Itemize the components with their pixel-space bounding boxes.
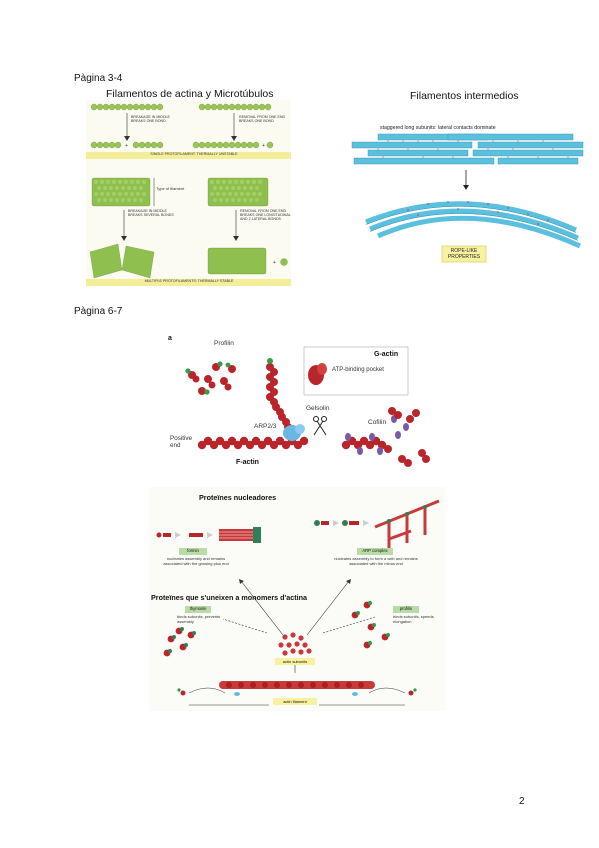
nucleators-title: Proteïnes nucleadores <box>199 493 277 502</box>
page-number: 2 <box>519 796 525 807</box>
label-atp-pocket: ATP-binding pocket <box>332 367 384 373</box>
thymosin-bound <box>163 627 196 657</box>
rope-like-label: ROPE-LIKE PROPERTIES <box>447 248 481 260</box>
formin-desc: nucleates assembly and remains associate… <box>163 556 229 566</box>
section-label-page-3-4: Pàgina 3-4 <box>74 73 123 84</box>
single-protofilament-left <box>90 103 164 111</box>
formin-label: formin <box>187 548 199 553</box>
label-gelsolin: Gelsolin <box>306 405 330 412</box>
profilin-label: profilin <box>399 606 413 611</box>
arp-pathway <box>314 499 440 551</box>
broken-protofilament-right <box>192 141 274 149</box>
label-g-actin: G-actin <box>374 351 399 358</box>
staggered-subunits <box>351 133 584 165</box>
f-actin-main <box>197 436 387 450</box>
panel-letter: a <box>168 335 172 342</box>
thymosin-label-box <box>185 606 211 613</box>
if-header: staggered long subunits: lateral contact… <box>380 125 496 131</box>
profilin-bound-monomers <box>351 601 390 649</box>
figure-title: Filamentos intermedios <box>410 90 519 102</box>
svg-text:+: + <box>125 143 128 149</box>
label-f-actin: F-actin <box>236 459 259 466</box>
gelsolin-scissors-icon <box>313 416 327 436</box>
lateral-contacts <box>377 140 569 158</box>
rope-contacts <box>407 201 549 225</box>
monomer-binding-title: Proteïnes que s'uneixen a monomers d'act… <box>151 593 307 602</box>
arp-label-box <box>357 548 393 555</box>
free-g-actin <box>188 363 236 395</box>
band-single-protofilament <box>86 152 291 159</box>
band-multiple-text: MULTIPLE PROTOFILAMENTS: THERMALLY STABL… <box>144 279 234 283</box>
arp-desc: nucleates assembly to form a web and rem… <box>334 556 418 566</box>
label-breakage-middle: BREAKAGE IN MIDDLE BREAKS ONE BOND <box>131 115 170 123</box>
actin-subunits-label: actin subunits <box>282 659 308 664</box>
multi-protofilament-right <box>207 177 269 207</box>
profilin-bound <box>185 361 231 395</box>
thymosin-desc: binds subunits, prevents assembly <box>177 614 221 624</box>
figure-actin-microtubules: Filamentos de actina y Microtúbulos + + <box>84 86 294 286</box>
label-removal-multi: REMOVAL FROM ONE END BREAKS ONE LONGITUD… <box>240 209 291 221</box>
label-profilin: Profilin <box>214 340 234 347</box>
label-cofilin: Cofilin <box>368 419 387 426</box>
thymosin-label: thymosin <box>189 606 207 611</box>
svg-text:+: + <box>262 143 265 149</box>
figure-nucleators: Proteïnes nucleadores formin nucleates a… <box>149 487 445 711</box>
intermediate-filament-diagram <box>351 133 584 263</box>
figure-title: Filamentos de actina y Microtúbulos <box>106 88 274 100</box>
svg-text:+: + <box>273 260 276 266</box>
label-breakage-multi: BREAKAGE IN MIDDLE BREAKS SEVERAL BONDS <box>128 209 174 217</box>
multi-right-detached <box>207 247 288 275</box>
figure-intermediate-filaments: Filamentos intermedios staggered long su… <box>348 86 588 286</box>
profilin-label-box <box>393 606 419 613</box>
actin-filament <box>177 681 417 706</box>
profilin-desc: binds subunits, speeds elongation <box>393 614 434 624</box>
broken-protofilament-left <box>90 141 164 149</box>
formin-pathway <box>156 527 261 543</box>
actin-subunits <box>278 632 312 656</box>
filament-label-box <box>273 698 317 705</box>
broken-multi-left <box>89 243 155 279</box>
rope-bundle <box>365 201 582 249</box>
formin-label-box <box>179 548 207 555</box>
single-protofilament-right <box>198 103 272 111</box>
section-label-page-6-7: Pàgina 6-7 <box>74 306 123 317</box>
rope-label-box <box>441 245 487 263</box>
arp-label: ARP complex <box>362 548 388 553</box>
nucleators-diagram <box>149 487 445 711</box>
figure-actin-dynamics: a Profilin G-actin ATP-binding pocket Ge… <box>166 335 440 478</box>
band-single-text: SINGLE PROTOFILAMENT: THERMALLY UNSTABLE <box>150 152 238 156</box>
actin-filament-label: actin filament <box>283 699 307 704</box>
label-arp23: ARP2/3 <box>254 423 277 430</box>
band-multiple-protofilament <box>86 279 291 286</box>
label-removal-end: REMOVAL FROM ONE END BREAKS ONE BOND <box>239 115 286 123</box>
actin-dynamics-diagram <box>185 346 430 467</box>
label-positive-end: Positive end <box>170 435 193 450</box>
actin-microtubule-diagram: + + <box>86 100 291 286</box>
subunits-label-box <box>275 658 315 665</box>
label-type-of-filament: Type of filament <box>156 186 185 191</box>
